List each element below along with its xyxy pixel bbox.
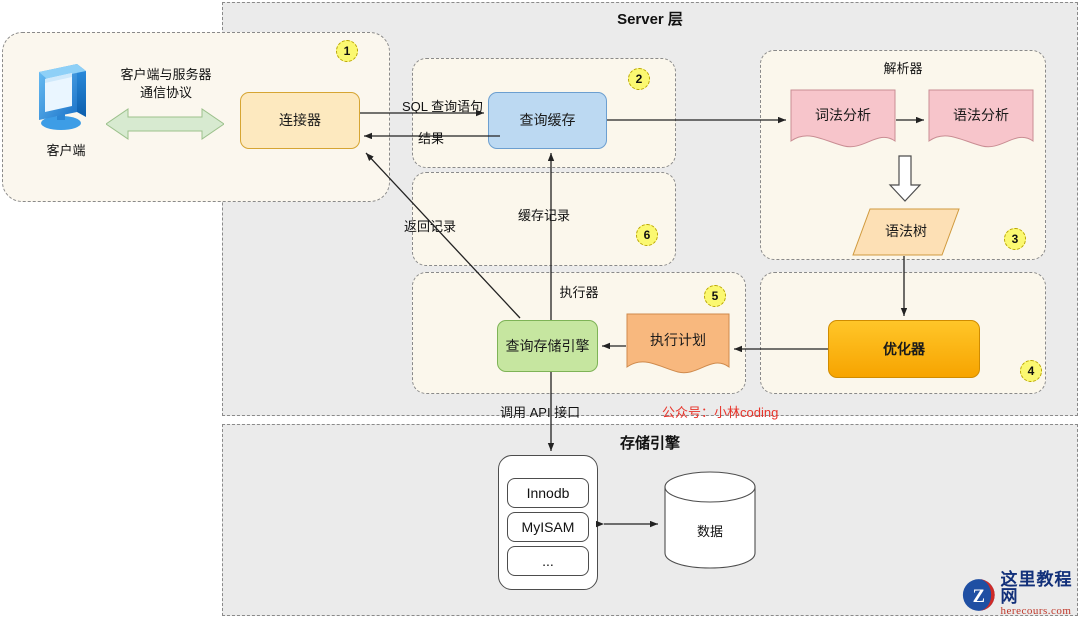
- badge-step-1: 1: [336, 40, 358, 62]
- badge-step-4: 4: [1020, 360, 1042, 382]
- protocol-double-arrow-icon: [105, 105, 225, 143]
- sql-query-label: SQL 查询语句: [402, 99, 484, 114]
- watermark: Z 这里教程网 herecours.com: [962, 572, 1080, 617]
- node-syntax-tree-label: 语法树: [885, 223, 927, 240]
- node-query-storage-engine: 查询存储引擎: [497, 320, 598, 372]
- watermark-logo-letter: Z: [973, 586, 985, 607]
- protocol-label-line2: 通信协议: [139, 85, 192, 100]
- group-executor-title: 执行器: [559, 285, 599, 300]
- panel-storage-engine-title: 存储引擎: [619, 435, 680, 452]
- node-optimizer: 优化器: [828, 320, 980, 378]
- node-lexical-analysis: 词法分析: [790, 89, 896, 151]
- group-parser-title: 解析器: [883, 61, 923, 76]
- badge-step-6: 6: [636, 224, 658, 246]
- return-record-label: 返回记录: [404, 219, 457, 234]
- watermark-en-text: herecours.com: [1000, 605, 1072, 617]
- cache-record-label: 缓存记录: [518, 208, 571, 223]
- node-connector: 连接器: [240, 92, 360, 149]
- node-myisam: MyISAM: [507, 512, 589, 542]
- node-execution-plan-label: 执行计划: [650, 331, 706, 348]
- watermark-cn-text: 这里教程网: [1000, 570, 1073, 607]
- watermark-logo-icon: Z: [962, 578, 995, 611]
- protocol-label-line1: 客户端与服务器: [120, 67, 212, 82]
- node-execution-plan: 执行计划: [626, 313, 730, 377]
- call-api-label: 调用 API 接口: [500, 405, 581, 420]
- node-data-cylinder: [664, 471, 756, 569]
- client-monitor-icon: [33, 62, 99, 134]
- panel-server-layer-title: Server 层: [617, 11, 683, 28]
- node-syntax-analysis-label: 语法分析: [953, 107, 1009, 124]
- panel-storage-engine: [222, 424, 1078, 616]
- wechat-annotation: 公众号：小林coding: [662, 405, 779, 420]
- node-syntax-analysis: 语法分析: [928, 89, 1034, 151]
- node-query-cache: 查询缓存: [488, 92, 607, 149]
- node-lexical-analysis-label: 词法分析: [815, 107, 871, 124]
- node-innodb: Innodb: [507, 478, 589, 508]
- result-label: 结果: [418, 131, 445, 146]
- node-more-engines: ...: [507, 546, 589, 576]
- client-label: 客户端: [46, 143, 86, 158]
- node-data-label: 数据: [696, 524, 723, 539]
- node-syntax-tree: 语法树: [852, 208, 960, 256]
- badge-step-5: 5: [704, 285, 726, 307]
- block-arrow-down-icon: [888, 155, 922, 203]
- badge-step-2: 2: [628, 68, 650, 90]
- badge-step-3: 3: [1004, 228, 1026, 250]
